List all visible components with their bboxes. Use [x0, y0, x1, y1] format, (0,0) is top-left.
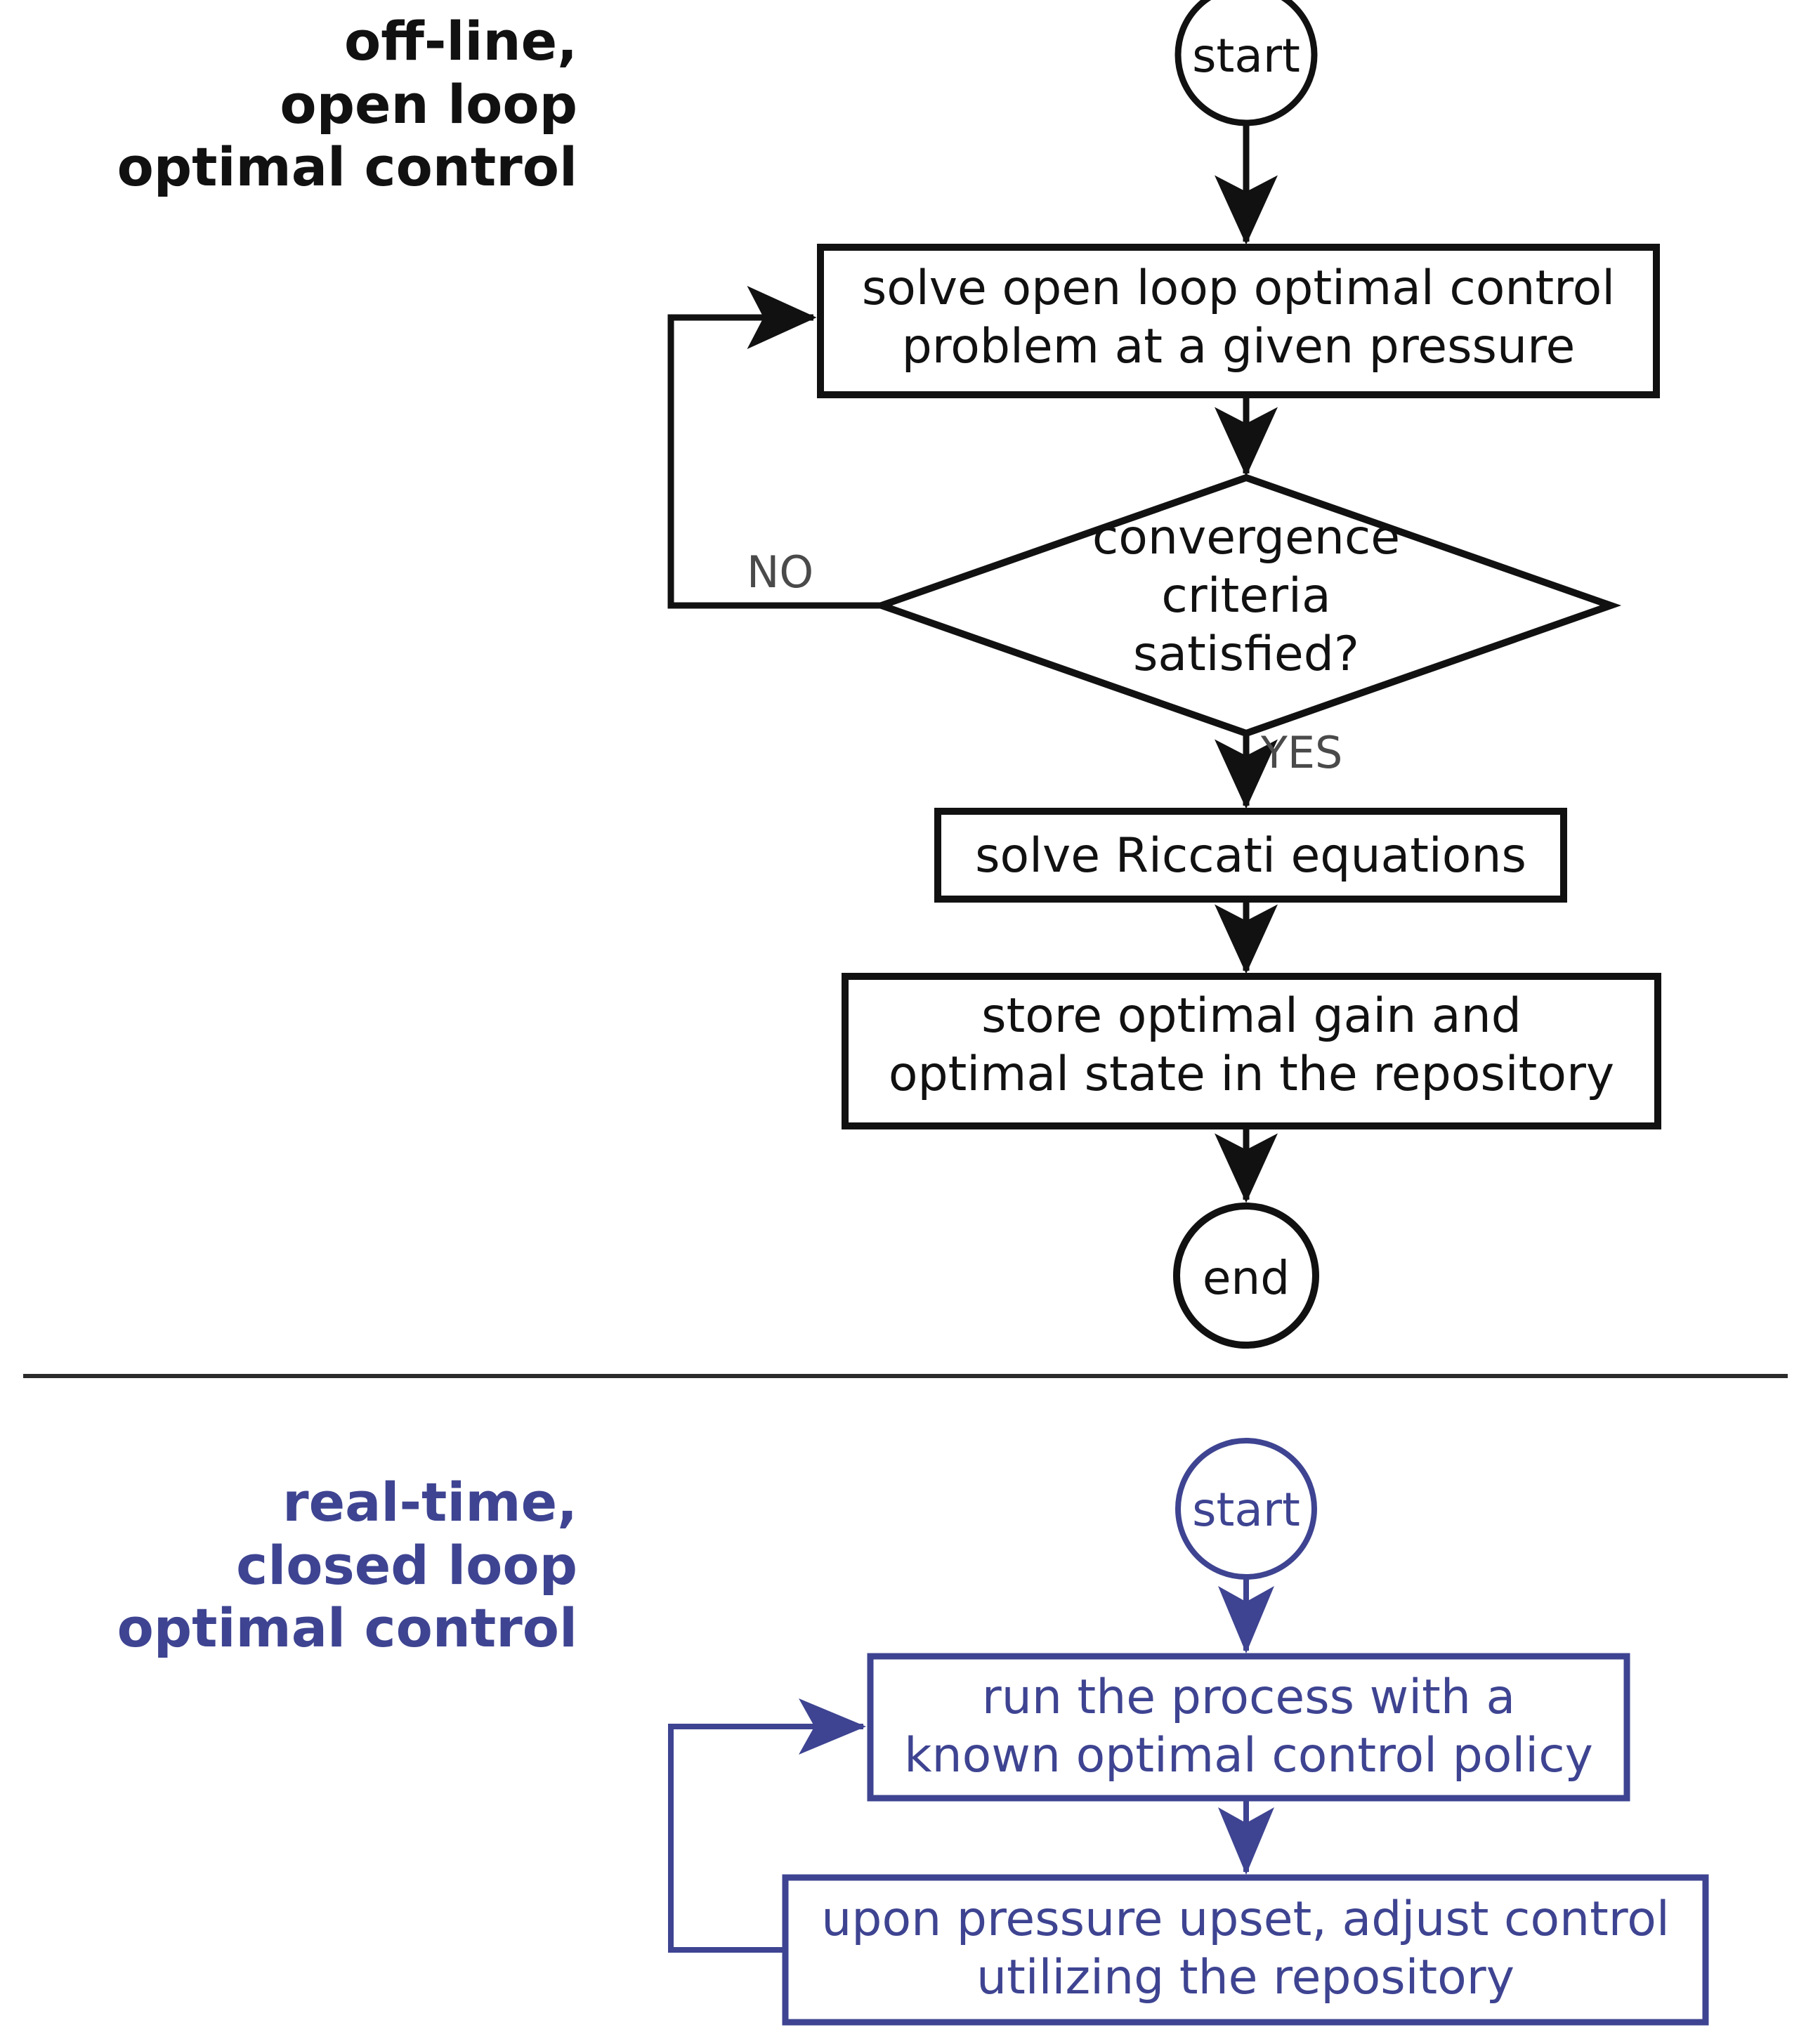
offline-end-node: [1173, 1203, 1319, 1349]
realtime-run-process-box: [867, 1653, 1630, 1802]
offline-solve-open-loop-box: [817, 244, 1660, 398]
offline-store-box: [842, 973, 1661, 1129]
offline-decision-diamond: [870, 473, 1622, 738]
edge-no-feedback-loop: [667, 286, 882, 609]
offline-riccati-box: [934, 808, 1567, 903]
realtime-section-title: real-time, closed loop optimal control: [117, 1471, 577, 1660]
realtime-adjust-control-box: [782, 1874, 1709, 2026]
realtime-start-node: [1175, 1438, 1317, 1580]
offline-section-title: off-line, open loop optimal control: [117, 10, 577, 199]
edge-label-yes: YES: [1261, 727, 1343, 778]
edge-label-no: NO: [747, 546, 814, 598]
offline-start-node: [1174, 0, 1318, 126]
edge-blue-feedback-loop: [668, 1698, 866, 1953]
